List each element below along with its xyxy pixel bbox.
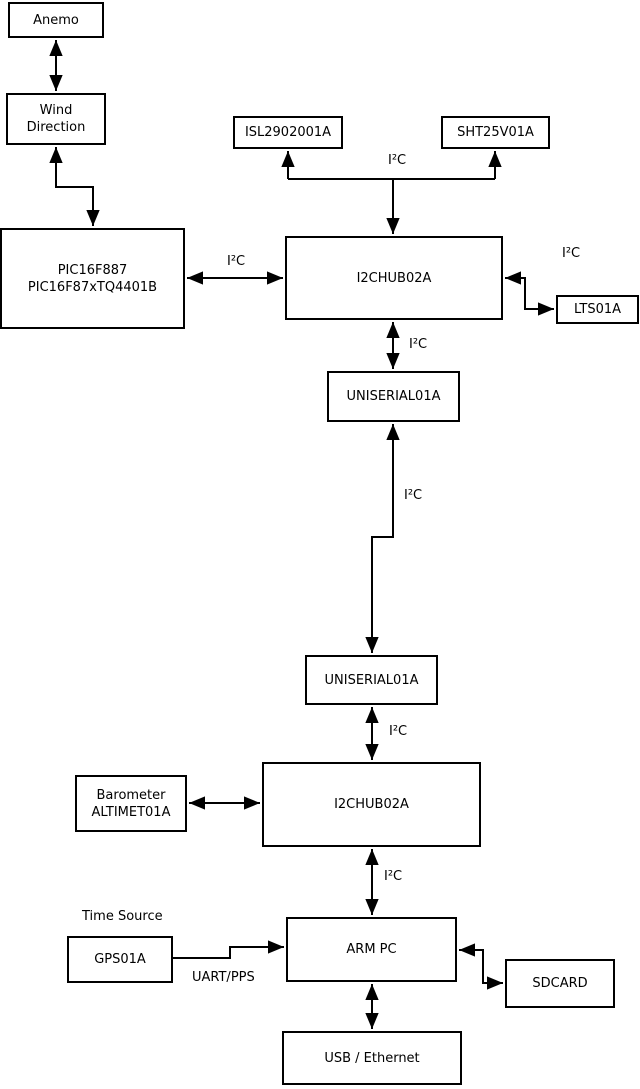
node-label: UNISERIAL01A: [324, 672, 419, 688]
node-pic-microcontroller: PIC16F887 PIC16F87xTQ4401B: [0, 228, 185, 329]
label-i2c-pic-hub: I²C: [227, 254, 246, 269]
node-isl-sensor: ISL2902001A: [233, 116, 343, 149]
node-arm-pc: ARM PC: [286, 917, 457, 982]
label-i2c-hub2-armpc: I²C: [384, 869, 403, 884]
label-i2c-uniserial-hub2: I²C: [389, 724, 408, 739]
label-i2c-bus-top: I²C: [388, 153, 407, 168]
node-label: USB / Ethernet: [324, 1050, 420, 1066]
node-label: GPS01A: [94, 952, 146, 967]
edge-armpc-sdcard: [459, 943, 503, 990]
node-label-line2: ALTIMET01A: [91, 804, 171, 820]
node-label-line1: PIC16F887: [57, 262, 128, 278]
edge-wind-pic: [49, 147, 100, 226]
node-uniserial-bottom: UNISERIAL01A: [305, 655, 438, 705]
node-i2c-hub-top: I2CHUB02A: [285, 236, 503, 320]
label-i2c-uniserial-link: I²C: [404, 488, 423, 503]
node-label: SHT25V01A: [457, 125, 534, 140]
node-uniserial-top: UNISERIAL01A: [327, 371, 460, 422]
node-label-line1: Wind: [39, 103, 73, 118]
node-label-line2: PIC16F87xTQ4401B: [27, 279, 158, 295]
node-label: ARM PC: [346, 942, 397, 957]
node-barometer: Barometer ALTIMET01A: [75, 775, 187, 832]
node-label: LTS01A: [573, 302, 622, 317]
node-label: Anemo: [33, 12, 79, 28]
node-label: SDCARD: [532, 976, 588, 991]
node-i2c-hub-bottom: I2CHUB02A: [262, 762, 481, 847]
node-usb-ethernet: USB / Ethernet: [282, 1031, 462, 1085]
node-label: I2CHUB02A: [334, 797, 409, 812]
label-uart-pps: UART/PPS: [192, 970, 255, 985]
node-sdcard: SDCARD: [505, 959, 615, 1008]
edge-gps-armpc: [173, 940, 284, 959]
node-lts-sensor: LTS01A: [556, 295, 639, 324]
node-label: UNISERIAL01A: [346, 389, 441, 404]
node-sht-sensor: SHT25V01A: [441, 116, 550, 149]
node-label: I2CHUB02A: [356, 270, 432, 286]
node-gps: GPS01A: [67, 936, 173, 983]
node-label-line2: Direction: [26, 120, 86, 135]
label-time-source: Time Source: [82, 909, 163, 924]
node-anemometer: Anemo: [8, 2, 104, 38]
edge-uniserial-uniserial: [365, 424, 400, 653]
node-wind-direction: Wind Direction: [6, 93, 106, 145]
node-label-line1: Barometer: [96, 787, 166, 803]
label-i2c-hub-uniserial: I²C: [409, 337, 428, 352]
edge-i2chub-lts: [505, 271, 554, 316]
node-label: ISL2902001A: [244, 125, 332, 140]
label-i2c-hub-lts: I²C: [562, 246, 581, 261]
